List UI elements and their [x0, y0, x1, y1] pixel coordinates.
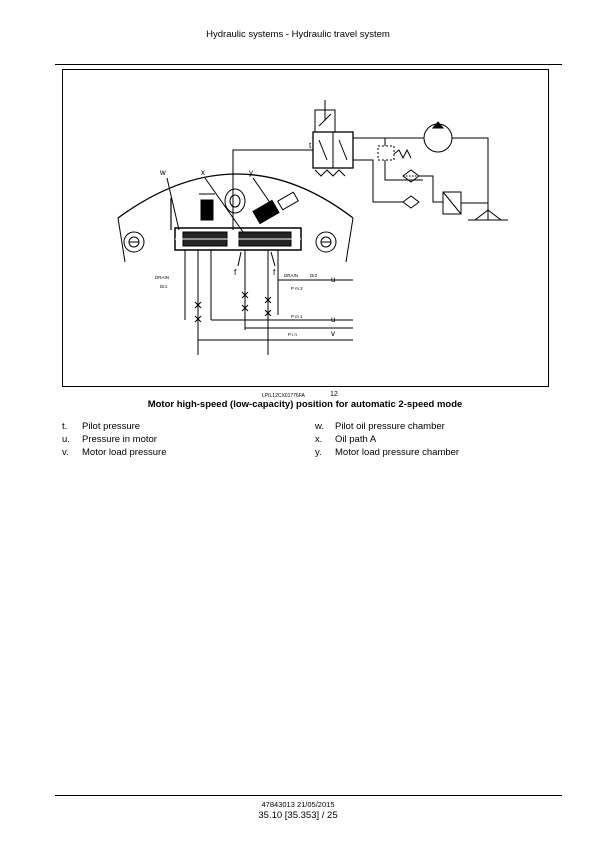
callout-w-line — [166, 177, 180, 231]
label-w: w — [159, 168, 166, 177]
legend-key: u. — [62, 434, 70, 445]
callout-f2-line — [270, 251, 276, 267]
footer-divider — [55, 795, 562, 796]
label-drain-2: DRAIN — [284, 273, 298, 278]
pump-icon — [423, 121, 453, 153]
check-valve-x-icon — [199, 193, 215, 221]
legend-item: v. Motor load pressure — [62, 446, 166, 459]
footer-page-number: 35.10 [35.353] / 25 — [258, 810, 338, 821]
legend-key: t. — [62, 421, 68, 432]
label-u-2: u — [331, 315, 335, 324]
label-drain-1: DRAIN — [155, 275, 169, 280]
check-valve-y-icon — [252, 191, 299, 225]
legend-text: Oil path A — [335, 434, 377, 445]
legend-key: w. — [315, 421, 324, 432]
legend-left-column: t. Pilot pressure u. Pressure in motor v… — [62, 420, 166, 459]
figure-caption: Motor high-speed (low-capacity) position… — [147, 399, 463, 410]
label-pm2: P m 2 — [291, 286, 303, 291]
legend-item: t. Pilot pressure — [62, 420, 166, 433]
legend-right-column: w. Pilot oil pressure chamber x. Oil pat… — [315, 420, 459, 459]
hydraulic-schematic: t w x y f f DRAIN Dr1 DRAIN Dr2 u u v P … — [117, 100, 508, 355]
figure-reference: LPIL12CX01776FA — [262, 393, 305, 399]
label-f2: f — [273, 268, 276, 277]
label-pin: P i n — [288, 332, 297, 337]
figure-number: 12 — [330, 391, 338, 398]
label-dr1: Dr1 — [160, 284, 168, 289]
footer-document-id: 47843013 21/05/2015 — [261, 800, 335, 809]
cooler-line — [353, 159, 403, 203]
tank-icon — [468, 209, 508, 221]
hydraulic-diagram-figure: t w x y f f DRAIN Dr1 DRAIN Dr2 u u v P … — [62, 69, 549, 387]
legend-item: y. Motor load pressure chamber — [315, 446, 459, 459]
label-t: t — [309, 141, 312, 150]
callout-y-line — [252, 177, 272, 205]
label-v: v — [331, 329, 335, 338]
legend-text: Pressure in motor — [82, 434, 157, 445]
legend-text: Pilot oil pressure chamber — [335, 421, 445, 432]
left-bolt-icon — [123, 231, 145, 253]
legend-item: x. Oil path A — [315, 433, 459, 446]
orifice-3-icon — [264, 296, 272, 317]
callout-x-line — [204, 177, 244, 233]
header-divider — [55, 64, 562, 65]
callout-f-line — [237, 251, 242, 267]
pump-return-line — [452, 137, 489, 220]
right-bolt-icon — [315, 231, 337, 253]
legend-item: w. Pilot oil pressure chamber — [315, 420, 459, 433]
legend-key: y. — [315, 447, 322, 458]
label-y: y — [249, 168, 253, 177]
page-header-title: Hydraulic systems - Hydraulic travel sys… — [206, 29, 390, 40]
label-dr2: Dr2 — [310, 273, 318, 278]
top-bolt-icon — [224, 188, 246, 214]
filter-return-line — [419, 175, 443, 203]
label-pm1: P m 1 — [291, 314, 303, 319]
relief-valve-icon — [377, 145, 412, 161]
solenoid-valve-icon — [312, 100, 354, 177]
orifice-1-icon — [194, 301, 202, 323]
label-u-1: u — [331, 275, 335, 284]
legend-text: Pilot pressure — [82, 421, 141, 432]
legend-item: u. Pressure in motor — [62, 433, 166, 446]
motor-housing-arc — [117, 173, 354, 219]
legend-key: v. — [62, 447, 69, 458]
legend-key: x. — [315, 434, 323, 445]
label-x: x — [201, 168, 205, 177]
housing-right-edge — [345, 217, 354, 263]
orifice-2-icon — [241, 291, 249, 312]
legend-text: Motor load pressure chamber — [335, 447, 460, 458]
relief-drain-line — [384, 160, 423, 181]
accumulator-icon — [442, 191, 462, 215]
housing-left-edge — [117, 217, 126, 263]
label-f: f — [234, 268, 237, 277]
legend-text: Motor load pressure — [82, 447, 167, 458]
pilot-line-t — [232, 149, 313, 230]
oil-cooler-icon — [402, 195, 420, 209]
